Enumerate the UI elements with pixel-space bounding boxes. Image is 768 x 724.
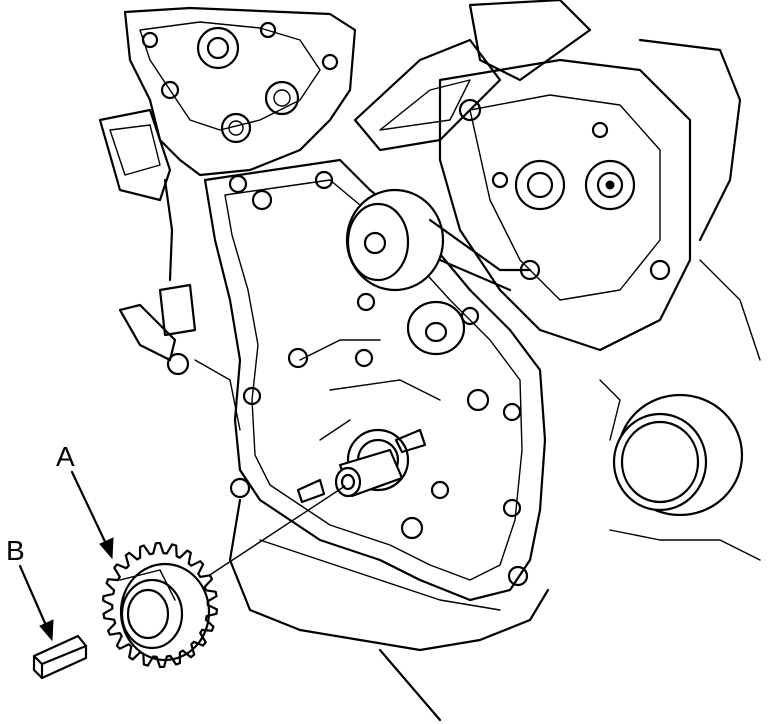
callout-label-a: A xyxy=(56,441,75,472)
oil-pan xyxy=(228,498,550,722)
crankshaft-nose xyxy=(296,428,427,504)
callout-arrow-b xyxy=(18,564,54,642)
callout-arrow-a xyxy=(70,470,114,560)
right-cylinder-head xyxy=(438,38,761,361)
crankshaft-oil-seal xyxy=(599,379,761,561)
woodruff-key xyxy=(32,634,88,680)
left-cylinder-head xyxy=(98,6,357,202)
callout-label-b: B xyxy=(6,535,25,566)
intake-runner xyxy=(353,0,592,152)
assembly-leader-line xyxy=(189,485,346,589)
left-accessories xyxy=(118,178,241,431)
idler-pulley xyxy=(406,300,480,356)
water-pump-pulley xyxy=(345,188,541,292)
crankshaft-timing-gear xyxy=(102,541,218,669)
